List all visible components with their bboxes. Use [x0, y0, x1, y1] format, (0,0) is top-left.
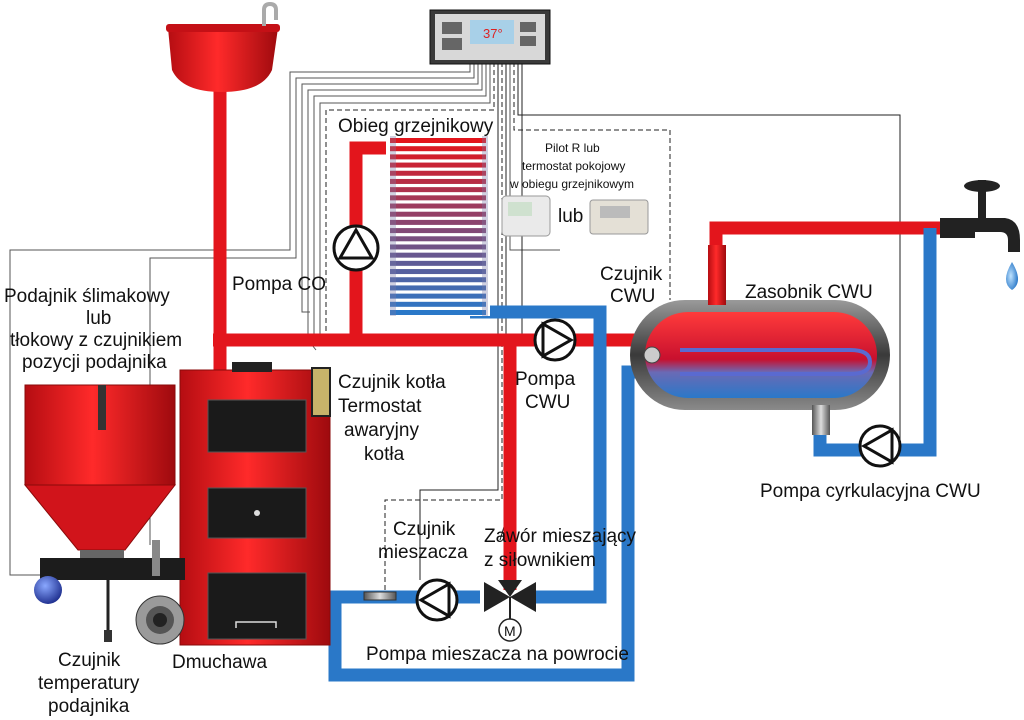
label-boiler-sensor-2: Termostat — [338, 396, 422, 417]
radiator-tube — [390, 244, 486, 250]
pump-circulation — [858, 424, 902, 468]
label-pump-co: Pompa CO — [232, 274, 326, 295]
boiler — [179, 362, 331, 646]
feeder-temp-sensor — [104, 630, 112, 642]
radiator-tube — [390, 236, 486, 242]
mixer-sensor — [363, 591, 397, 601]
label-feeder-3: tłokowy z czujnikiem — [10, 330, 182, 351]
expansion-tank — [166, 1, 280, 92]
mixing-valve: M — [484, 580, 536, 642]
label-mixing-valve-2: z siłownikiem — [484, 550, 596, 571]
radiator-tube — [390, 138, 486, 143]
radiator-tube — [390, 211, 486, 217]
labels: Obieg grzejnikowy Pilot R lub termostat … — [4, 116, 981, 717]
radiator-tube — [390, 277, 486, 283]
pilot-remote — [501, 195, 551, 237]
radiator-tube — [390, 146, 486, 152]
label-pump-cwu-1: Pompa — [515, 369, 576, 390]
label-mixer-sensor-1: Czujnik — [393, 519, 456, 540]
label-feeder-4: pozycji podajnika — [22, 352, 167, 373]
radiator-tube — [390, 285, 486, 291]
controller: 37° — [429, 9, 551, 65]
label-feeder-temp-2: temperatury — [38, 673, 140, 694]
label-mixer-sensor-2: mieszacza — [378, 542, 468, 563]
pump-mixer — [415, 578, 459, 622]
label-boiler-sensor-3: awaryjny — [344, 420, 419, 441]
label-feeder-temp-3: podajnika — [48, 696, 130, 717]
radiator-tube — [390, 301, 486, 307]
label-pilot-2: termostat pokojowy — [522, 159, 625, 173]
label-pilot-1: Pilot R lub — [545, 141, 600, 155]
label-feeder-temp-1: Czujnik — [58, 650, 121, 671]
label-pump-cwu-2: CWU — [525, 392, 570, 413]
radiator-tube — [390, 219, 486, 225]
radiator-header — [390, 136, 396, 316]
radiator-tube — [390, 203, 486, 209]
cwu-tank — [630, 245, 890, 435]
radiator-tube — [390, 310, 486, 315]
label-mixing-valve-1: Zawór mieszający — [484, 526, 637, 547]
label-circulation-pump: Pompa cyrkulacyjna CWU — [760, 481, 981, 502]
label-radiator-circuit: Obieg grzejnikowy — [338, 116, 494, 137]
radiator-header — [482, 136, 488, 316]
controller-temperature: 37° — [483, 26, 503, 41]
label-cwu-sensor-1: Czujnik — [600, 264, 663, 285]
radiator-tube — [390, 252, 486, 258]
blower — [135, 595, 185, 645]
radiator — [386, 136, 490, 316]
motor-symbol: M — [504, 623, 516, 639]
label-feeder-1: Podajnik ślimakowy — [4, 286, 170, 307]
radiator-tube — [390, 170, 486, 176]
room-thermostat — [589, 199, 649, 235]
label-mixer-pump-return: Pompa mieszacza na powrocie — [366, 644, 629, 665]
label-tank-cwu: Zasobnik CWU — [745, 282, 873, 303]
label-pilot-3: w obiegu grzejnikowym — [509, 177, 634, 191]
label-cwu-sensor-2: CWU — [610, 286, 655, 307]
radiator-tube — [390, 228, 486, 234]
label-blower: Dmuchawa — [172, 652, 267, 673]
pump-cwu — [533, 318, 577, 362]
radiator-tube — [390, 293, 486, 299]
radiator-tube — [390, 260, 486, 266]
label-or: lub — [558, 206, 583, 227]
radiator-tube — [390, 178, 486, 184]
label-feeder-2: lub — [86, 308, 111, 329]
radiator-tube — [390, 269, 486, 275]
radiator-tube — [390, 162, 486, 168]
radiator-tube — [390, 195, 486, 201]
label-boiler-sensor-1: Czujnik kotła — [338, 372, 446, 393]
pump-co — [332, 224, 380, 272]
radiator-tube — [390, 187, 486, 193]
water-tap — [940, 180, 1020, 290]
label-boiler-sensor-4: kotła — [364, 444, 405, 465]
pellet-feeder — [23, 384, 185, 640]
radiator-tube — [390, 154, 486, 160]
